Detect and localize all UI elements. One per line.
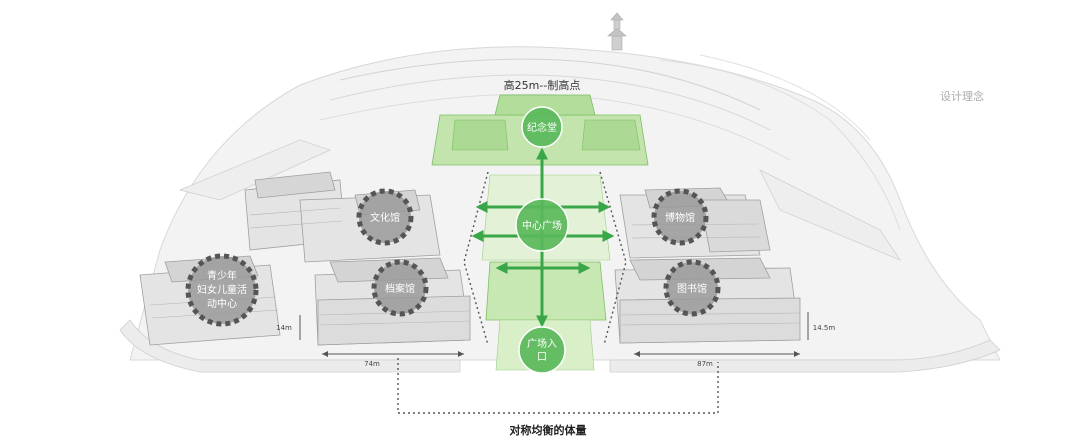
museum-circle <box>651 188 709 246</box>
dimension-lines <box>299 312 809 357</box>
library-circle <box>663 259 721 317</box>
youth-label-line1: 青少年 <box>207 269 237 282</box>
left-height-label: 14m <box>276 324 292 332</box>
plaza-entrance-label-line1: 广场入 <box>527 337 557 350</box>
balance-bracket <box>397 358 719 414</box>
memorial-circle <box>521 106 563 148</box>
museum-label: 博物馆 <box>665 211 695 224</box>
height-landmark-label: 高25m--制高点 <box>504 78 581 92</box>
youth-label-line3: 动中心 <box>207 297 237 310</box>
youth-center-circle <box>185 253 259 327</box>
corner-title: 设计理念 <box>940 89 984 103</box>
right-height-label: 14.5m <box>813 324 836 332</box>
diagram-caption: 对称均衡的体量 <box>510 423 587 437</box>
pagoda-icon <box>607 12 627 51</box>
plaza-entrance-label-line2: 口 <box>537 352 547 363</box>
plaza-entrance-circle <box>518 326 566 374</box>
green-circles <box>515 106 569 374</box>
central-plaza-label: 中心广场 <box>522 219 562 232</box>
archives-circle <box>371 259 429 317</box>
right-width-label: 87m <box>697 360 713 368</box>
left-width-label: 74m <box>364 360 380 368</box>
central-plaza-circle <box>515 198 569 252</box>
archives-label: 档案馆 <box>385 282 415 295</box>
youth-label-line2: 妇女儿童活 <box>197 283 247 296</box>
memorial-label: 纪念堂 <box>527 121 557 134</box>
culture-circle <box>356 188 414 246</box>
library-label: 图书馆 <box>677 282 707 295</box>
gray-circles <box>185 188 721 327</box>
culture-label: 文化馆 <box>370 211 400 224</box>
